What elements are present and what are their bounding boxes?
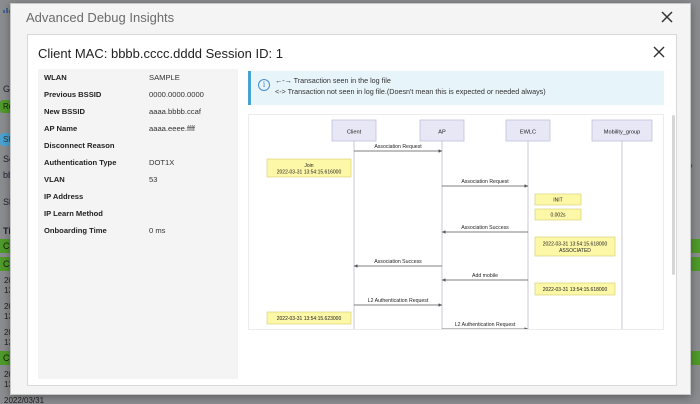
note-text: INIT (553, 198, 562, 204)
advanced-debug-modal: Advanced Debug Insights Client MAC: bbbb… (10, 3, 691, 395)
close-icon[interactable] (660, 10, 674, 24)
note-text: ASSOCIATED (559, 248, 591, 254)
detail-label: WLAN (44, 73, 67, 82)
note-text: 2022-03-31 13:54:15.616000 (277, 169, 342, 175)
detail-value: 0 ms (149, 226, 166, 235)
note-text: 0.002s (550, 213, 566, 219)
message-label: Add mobile (472, 273, 498, 279)
note-box (534, 208, 582, 221)
detail-value: 0000.0000.0000 (149, 90, 204, 99)
modal-title: Advanced Debug Insights (26, 10, 175, 25)
detail-label: AP Name (44, 124, 78, 133)
detail-value: aaaa.eeee.ffff (149, 124, 196, 133)
sequence-diagram: Client AP EWLC Mobility_group Association R… (248, 114, 664, 330)
actor-box (419, 119, 465, 142)
note-box (266, 158, 352, 178)
detail-value: aaaa.bbbb.ccaf (149, 107, 201, 116)
detail-label: Previous BSSID (44, 90, 102, 99)
detail-row-ip-learn-method: IP Learn Method (38, 205, 238, 222)
note-box (534, 236, 616, 257)
message-label: Association Request (461, 179, 509, 185)
info-banner: i ←-→ Transaction seen in the log file <… (248, 71, 664, 105)
note-text: Join (304, 163, 313, 169)
detail-row-disconnect-reason: Disconnect Reason (38, 137, 238, 154)
message-label: Association Request (374, 144, 422, 150)
detail-value: DOT1X (149, 158, 175, 167)
detail-label: IP Learn Method (44, 209, 103, 218)
actor-label: AP (438, 130, 446, 136)
note-text: 2022-03-31 13:54:15.618000 (543, 287, 608, 293)
actor-box (331, 119, 377, 142)
detail-row-ip-address: IP Address (38, 188, 238, 205)
diagram-scrollbar[interactable] (672, 115, 675, 275)
detail-value: 53 (149, 175, 158, 184)
detail-row-authentication-type: Authentication Type DOT1X (38, 154, 238, 171)
note-text: 2022-03-31 13:54:15.618000 (543, 241, 608, 247)
detail-label: Authentication Type (44, 158, 117, 167)
message-label: L2 Authentication Request (368, 298, 429, 304)
detail-label: Disconnect Reason (44, 141, 115, 150)
sequence-diagram-svg: Client AP EWLC Mobility_group Association R… (266, 119, 653, 329)
bg-row-time: 2022/03/31 (4, 396, 45, 404)
legend-seen-text: ←-→ Transaction seen in the log file (275, 76, 391, 85)
session-title: Client MAC: bbbb.cccc.dddd Session ID: 1 (38, 46, 283, 61)
detail-row-vlan: VLAN 53 (38, 171, 238, 188)
legend-not-seen-text: <-> Transaction not seen in log file.(Do… (275, 87, 546, 96)
note-box (534, 282, 616, 296)
actor-box (505, 119, 551, 142)
detail-row-onboarding-time: Onboarding Time 0 ms (38, 222, 238, 239)
session-detail-modal: Client MAC: bbbb.cccc.dddd Session ID: 1… (27, 34, 677, 386)
detail-row-wlan: WLAN SAMPLE (38, 69, 238, 86)
message-label: Association Success (461, 225, 509, 231)
message-label: Association Success (374, 259, 422, 265)
detail-label: Onboarding Time (44, 226, 107, 235)
detail-label: VLAN (44, 175, 65, 184)
info-icon: i (258, 79, 270, 91)
note-box (266, 311, 352, 325)
actor-label: Client (347, 130, 362, 136)
detail-label: IP Address (44, 192, 84, 201)
actor-box (591, 119, 653, 142)
detail-row-ap-name: AP Name aaaa.eeee.ffff (38, 120, 238, 137)
detail-value: SAMPLE (149, 73, 180, 82)
detail-row-previous-bssid: Previous BSSID 0000.0000.0000 (38, 86, 238, 103)
note-text: 2022-03-31 13:54:15.623000 (277, 316, 342, 322)
message-label: L2 Authentication Request (455, 322, 516, 328)
client-details-panel: WLAN SAMPLE Previous BSSID 0000.0000.000… (38, 69, 238, 379)
detail-row-new-bssid: New BSSID aaaa.bbbb.ccaf (38, 103, 238, 120)
detail-label: New BSSID (44, 107, 85, 116)
note-box (534, 193, 582, 206)
actor-label: EWLC (520, 130, 536, 136)
actor-label: Mobility_group (604, 130, 640, 136)
close-icon[interactable] (653, 46, 665, 58)
